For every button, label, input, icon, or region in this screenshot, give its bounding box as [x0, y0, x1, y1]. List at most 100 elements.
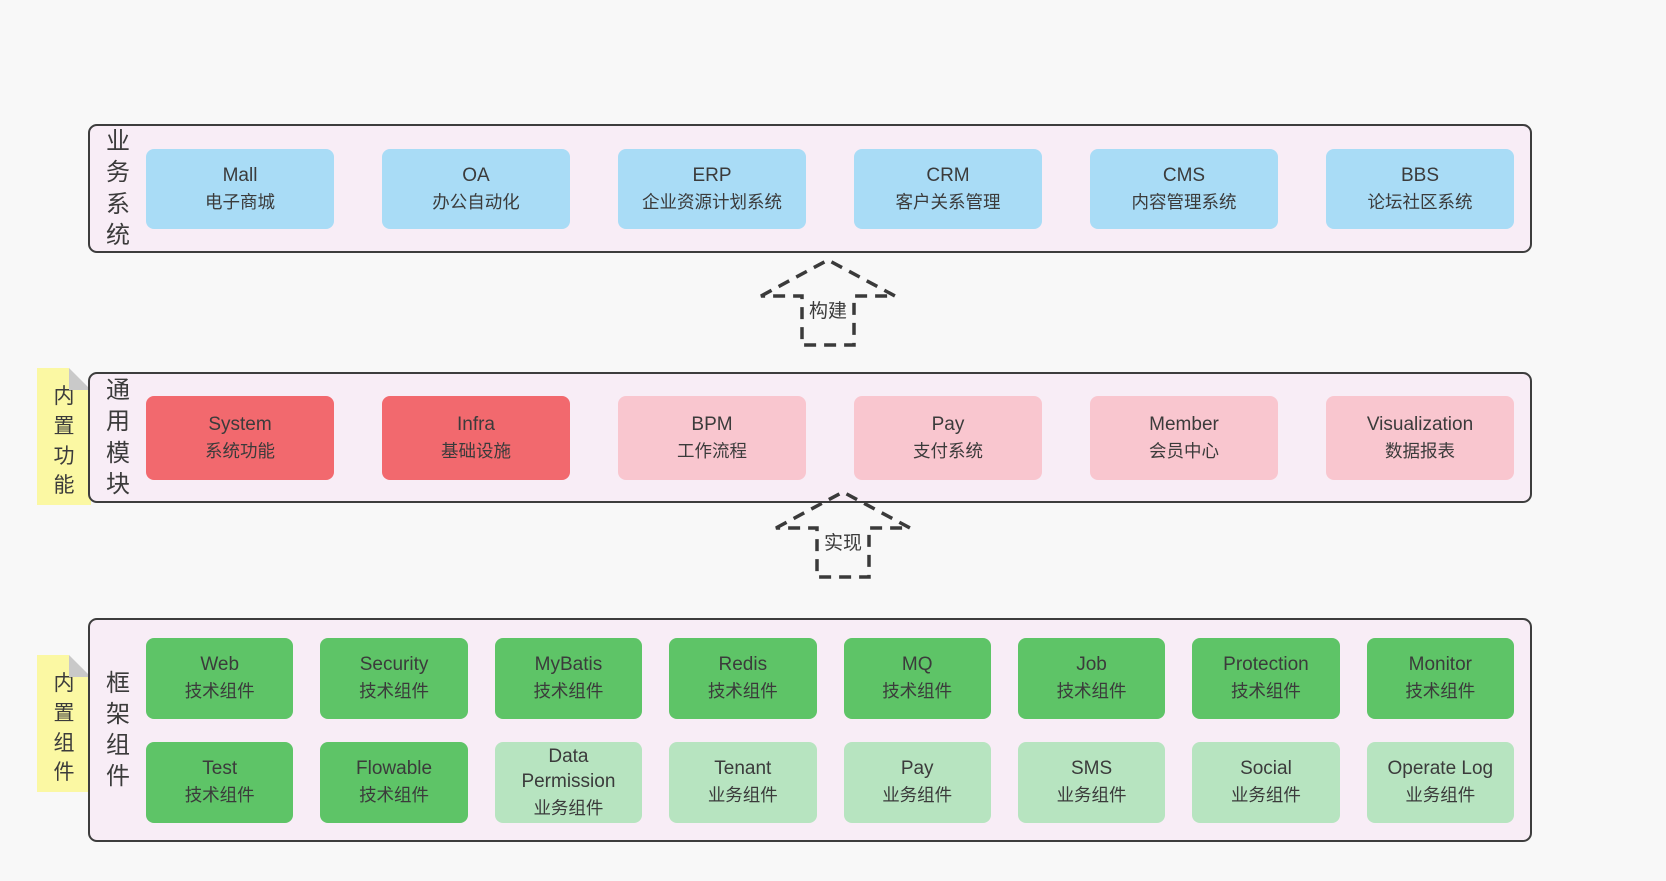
dashed-up-arrow-build: 构建 — [753, 256, 903, 348]
layer-content-business: Mall 电子商城 OA 办公自动化 ERP 企业资源计划系统 CRM 客户关系… — [146, 126, 1530, 251]
box-title: BBS — [1400, 164, 1440, 186]
sticky-note-label: 内置功能 — [53, 385, 75, 498]
box-title: BPM — [691, 413, 733, 435]
sticky-fold-icon — [69, 655, 91, 677]
box-row: Mall 电子商城 OA 办公自动化 ERP 企业资源计划系统 CRM 客户关系… — [146, 148, 1514, 229]
box-title: MyBatis — [534, 654, 603, 676]
sticky-fold-icon — [69, 368, 91, 390]
box-subtitle: 业务组件 — [1405, 785, 1476, 805]
arrow-label-build: 构建 — [805, 296, 851, 323]
box-title: Visualization — [1366, 413, 1474, 435]
box-protection: Protection 技术组件 — [1192, 637, 1340, 719]
box-subtitle: 电子商城 — [205, 191, 275, 212]
box-mall: Mall 电子商城 — [146, 148, 334, 229]
box-subtitle: 技术组件 — [1230, 681, 1301, 701]
box-title: Tenant — [714, 758, 772, 780]
box-subtitle: 会员中心 — [1149, 440, 1219, 461]
box-title: Flowable — [356, 758, 433, 780]
box-title: OA — [462, 164, 490, 186]
layer-label-modules: 通用模块 — [90, 374, 146, 501]
box-title: MQ — [901, 654, 933, 676]
box-title: Social — [1240, 758, 1292, 780]
layer-label-text: 框架组件 — [106, 669, 130, 791]
box-test: Test 技术组件 — [146, 741, 294, 823]
box-subtitle: 技术组件 — [1405, 681, 1476, 701]
box-row: Test 技术组件 Flowable 技术组件 Data Permission … — [146, 741, 1514, 823]
box-subtitle: 技术组件 — [359, 681, 430, 701]
box-redis: Redis 技术组件 — [669, 637, 817, 719]
box-pay-module: Pay 支付系统 — [854, 395, 1042, 480]
box-subtitle: 工作流程 — [677, 440, 747, 461]
layer-label-text: 通用模块 — [106, 377, 130, 498]
box-subtitle: 技术组件 — [184, 681, 255, 701]
box-subtitle: 办公自动化 — [432, 191, 520, 212]
box-title: Member — [1149, 413, 1219, 435]
box-tenant: Tenant 业务组件 — [669, 741, 817, 823]
box-subtitle: 系统功能 — [205, 440, 275, 461]
box-pay-component: Pay 业务组件 — [843, 741, 991, 823]
box-subtitle: 论坛社区系统 — [1367, 191, 1473, 212]
box-title: Test — [202, 758, 238, 780]
box-subtitle: 业务组件 — [882, 785, 953, 805]
box-title: SMS — [1070, 758, 1113, 780]
box-subtitle: 数据报表 — [1385, 440, 1455, 461]
box-flowable: Flowable 技术组件 — [320, 741, 468, 823]
box-title: Operate Log — [1387, 758, 1494, 780]
box-subtitle: 内容管理系统 — [1131, 191, 1237, 212]
up-block-arrow-icon — [775, 490, 911, 579]
box-title: Monitor — [1408, 654, 1472, 676]
box-visualization: Visualization 数据报表 — [1326, 395, 1514, 480]
box-title: Protection — [1223, 654, 1309, 676]
box-bpm: BPM 工作流程 — [618, 395, 806, 480]
box-monitor: Monitor 技术组件 — [1366, 637, 1514, 719]
box-title: System — [208, 413, 272, 435]
box-subtitle: 技术组件 — [1056, 681, 1127, 701]
layer-framework-components: 框架组件 Web 技术组件 Security 技术组件 MyBatis 技术组件… — [88, 618, 1532, 842]
box-subtitle: 客户关系管理 — [895, 191, 1001, 212]
sticky-note-builtin-components: 内置组件 — [37, 655, 91, 792]
box-data-permission: Data Permission 业务组件 — [494, 741, 643, 823]
layer-label-business: 业务系统 — [90, 126, 146, 251]
box-erp: ERP 企业资源计划系统 — [618, 148, 806, 229]
box-member: Member 会员中心 — [1090, 395, 1278, 480]
layer-label-text: 业务系统 — [106, 128, 130, 249]
box-cms: CMS 内容管理系统 — [1090, 148, 1278, 229]
arrow-label-implement: 实现 — [820, 528, 866, 555]
box-title: ERP — [692, 164, 732, 186]
box-system: System 系统功能 — [146, 395, 334, 480]
box-social: Social 业务组件 — [1192, 741, 1340, 823]
box-bbs: BBS 论坛社区系统 — [1326, 148, 1514, 229]
box-subtitle: 支付系统 — [913, 440, 983, 461]
box-row: Web 技术组件 Security 技术组件 MyBatis 技术组件 Redi… — [146, 637, 1514, 719]
box-title: Redis — [718, 654, 768, 676]
box-mybatis: MyBatis 技术组件 — [494, 637, 643, 719]
box-subtitle: 业务组件 — [533, 797, 604, 818]
box-security: Security 技术组件 — [320, 637, 468, 719]
box-operate-log: Operate Log 业务组件 — [1366, 741, 1514, 823]
box-title: Pay — [900, 758, 934, 780]
box-title: Job — [1076, 654, 1107, 676]
box-row: System 系统功能 Infra 基础设施 BPM 工作流程 Pay 支付系统… — [146, 395, 1514, 480]
box-subtitle: 技术组件 — [359, 785, 430, 805]
sticky-note-label: 内置组件 — [53, 672, 75, 785]
layer-common-modules: 通用模块 System 系统功能 Infra 基础设施 BPM 工作流程 Pay… — [88, 372, 1532, 503]
box-subtitle: 业务组件 — [1230, 785, 1301, 805]
box-oa: OA 办公自动化 — [382, 148, 570, 229]
box-title: CRM — [926, 164, 970, 186]
box-subtitle: 技术组件 — [882, 681, 953, 701]
box-title: Pay — [931, 413, 965, 435]
dashed-up-arrow-implement: 实现 — [768, 488, 918, 580]
box-subtitle: 技术组件 — [184, 785, 255, 805]
box-sms: SMS 业务组件 — [1017, 741, 1166, 823]
box-subtitle: 基础设施 — [441, 440, 511, 461]
box-web: Web 技术组件 — [146, 637, 294, 719]
box-title: Data Permission — [521, 745, 616, 793]
box-title: Infra — [456, 413, 496, 435]
sticky-note-builtin-features: 内置功能 — [37, 368, 91, 505]
layer-label-components: 框架组件 — [90, 620, 146, 840]
box-subtitle: 技术组件 — [533, 681, 604, 701]
box-infra: Infra 基础设施 — [382, 395, 570, 480]
box-subtitle: 业务组件 — [707, 785, 778, 805]
box-title: Mall — [222, 164, 258, 186]
box-subtitle: 企业资源计划系统 — [642, 191, 782, 212]
